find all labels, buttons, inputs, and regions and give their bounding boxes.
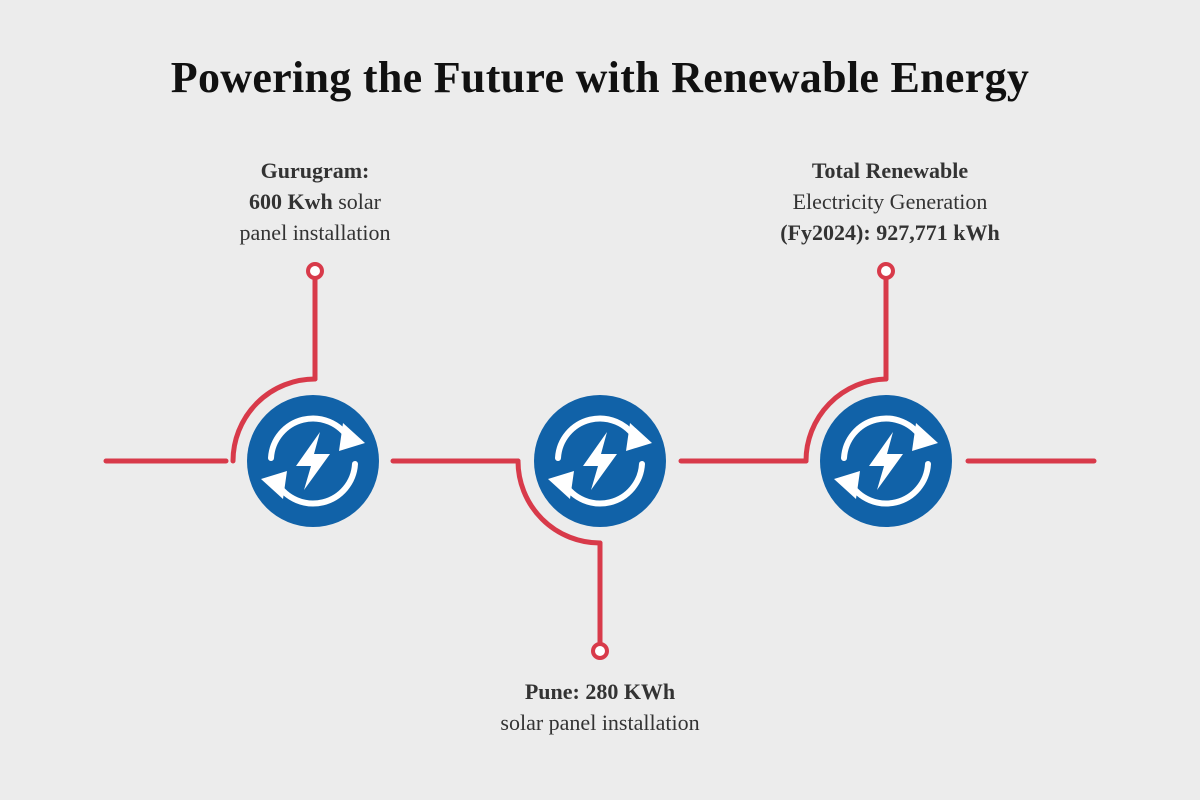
- page-title: Powering the Future with Renewable Energ…: [170, 53, 1030, 102]
- node1-arc: [230, 376, 318, 464]
- callout-pune: Pune: 280 KWh solar panel installation: [445, 676, 755, 738]
- callout-pune-capacity: Pune: 280 KWh: [524, 679, 676, 704]
- callout-gurugram-location: Gurugram:: [260, 158, 370, 183]
- node2-marker-dot: [591, 642, 609, 660]
- node2-arc: [515, 458, 603, 546]
- renewable-energy-icon: [534, 395, 666, 527]
- node1-marker-dot: [306, 262, 324, 280]
- callout-total-heading: Total Renewable: [811, 158, 969, 183]
- node3-arc: [803, 376, 889, 464]
- connector-lines: [103, 274, 1097, 648]
- callout-total-subheading: Electricity Generation: [792, 189, 988, 214]
- callout-gurugram-text-a: solar: [332, 189, 381, 214]
- renewable-energy-icon: [820, 395, 952, 527]
- callout-gurugram: Gurugram: 600 Kwh solar panel installati…: [165, 155, 465, 248]
- callout-total-generation: Total Renewable Electricity Generation (…: [735, 155, 1045, 248]
- callout-total-value: (Fy2024): 927,771 kWh: [780, 220, 1000, 245]
- callout-pune-text: solar panel installation: [500, 710, 700, 735]
- node3-marker-dot: [877, 262, 895, 280]
- callout-gurugram-capacity: 600 Kwh: [248, 189, 333, 214]
- renewable-energy-icon: [247, 395, 379, 527]
- callout-gurugram-text-b: panel installation: [239, 220, 391, 245]
